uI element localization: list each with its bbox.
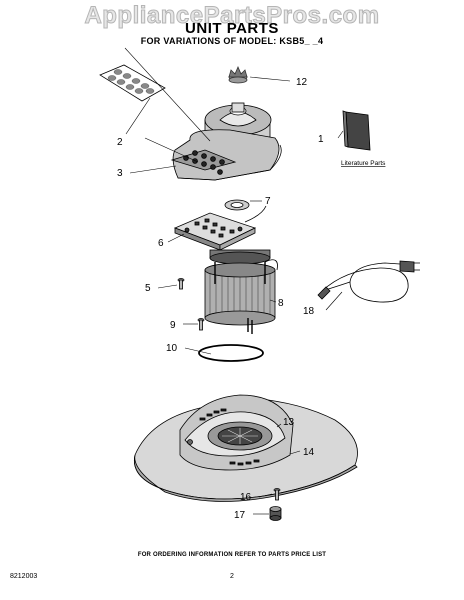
ordering-note: FOR ORDERING INFORMATION REFER TO PARTS … <box>137 552 327 558</box>
leader-lines <box>124 47 344 515</box>
callout-1: 1 <box>318 134 324 145</box>
callout-16: 16 <box>240 492 252 503</box>
o-ring-part <box>198 344 264 362</box>
control-board-part <box>173 205 267 251</box>
keypad-overlay-part <box>99 64 166 102</box>
power-cord-part <box>317 260 420 303</box>
screw-part-16 <box>273 488 281 501</box>
literature-book-part <box>342 110 371 151</box>
coupler-part <box>228 65 248 84</box>
callout-10: 10 <box>166 343 178 354</box>
callout-9: 9 <box>170 320 176 331</box>
literature-parts-label: Literature Parts <box>341 160 386 167</box>
callout-2: 2 <box>117 137 123 148</box>
screw-part-9 <box>197 318 205 331</box>
page-number: 2 <box>230 573 234 580</box>
callout-17: 17 <box>234 510 246 521</box>
callout-12: 12 <box>296 77 308 88</box>
callout-8: 8 <box>278 298 284 309</box>
callout-3: 3 <box>117 168 123 179</box>
callout-6: 6 <box>158 238 164 249</box>
screw-part-5 <box>177 278 185 290</box>
callout-5: 5 <box>145 283 151 294</box>
gasket-part <box>224 199 250 211</box>
callout-7: 7 <box>265 196 271 207</box>
callout-14: 14 <box>303 447 315 458</box>
callout-18: 18 <box>303 306 315 317</box>
callout-13: 13 <box>283 417 295 428</box>
base-housing-part <box>179 394 294 471</box>
motor-part <box>204 249 278 334</box>
document-number: 8212003 <box>10 573 38 580</box>
motor-housing-part <box>170 102 282 181</box>
foot-part <box>269 506 282 521</box>
page-subtitle: FOR VARIATIONS OF MODEL: KSB5_ _4 <box>140 36 324 46</box>
page-title: UNIT PARTS <box>185 20 279 37</box>
